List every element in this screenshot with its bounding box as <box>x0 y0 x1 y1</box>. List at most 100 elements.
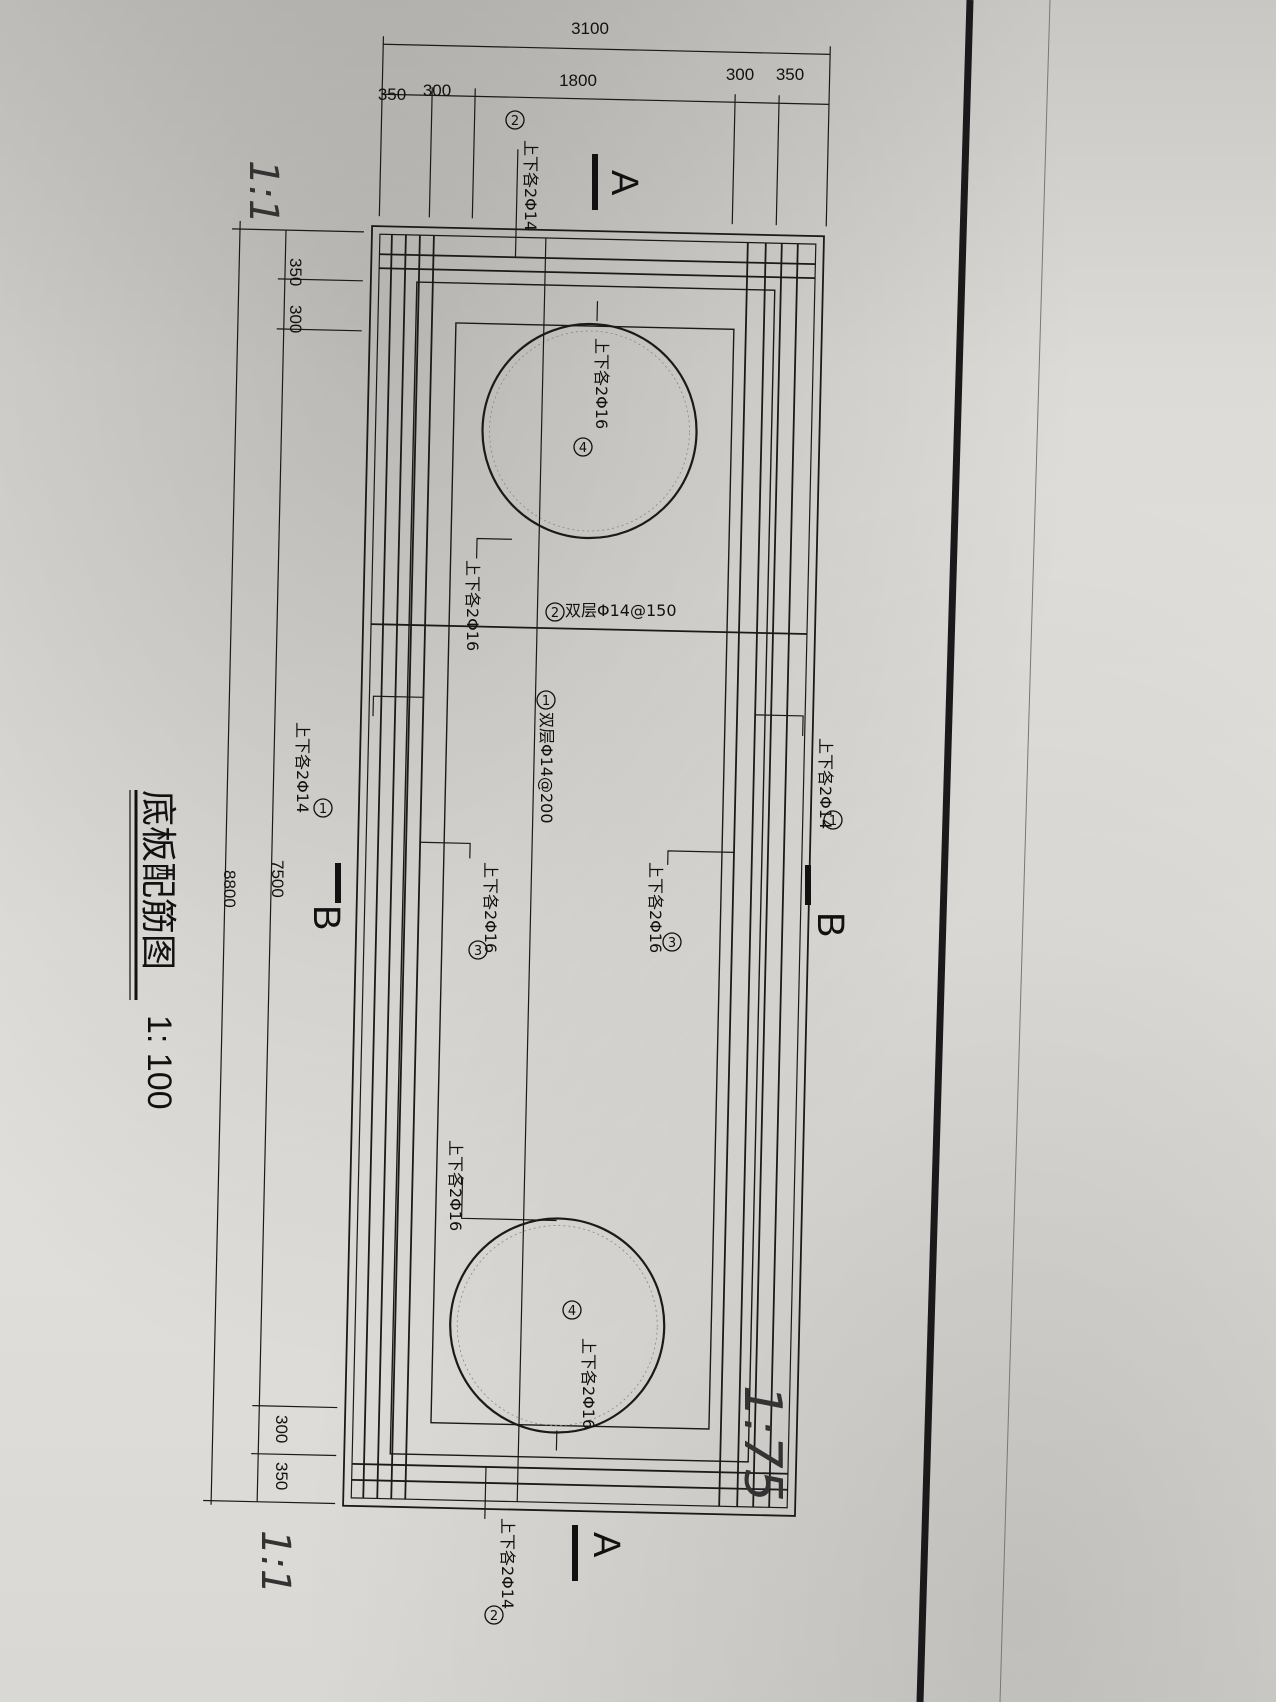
rebar-line <box>376 234 407 1499</box>
leader-line <box>755 714 804 736</box>
handwritten-section-mark-right: 1:1 <box>252 1530 298 1594</box>
dim-right-inner: 300 <box>726 65 754 84</box>
dim-overall-width: 3100 <box>571 19 609 38</box>
circle-inner-ring <box>489 330 690 532</box>
section-label-a-left: A <box>603 170 645 196</box>
centre-rebar-line <box>516 237 547 1502</box>
circular-opening-right <box>449 1217 666 1434</box>
dim-bottom-outer: 350 <box>272 1462 291 1490</box>
leader-line <box>461 1178 557 1222</box>
rebar-division-line <box>371 623 807 635</box>
dimension-tick <box>378 36 385 217</box>
drawing-title: 底板配筋图 <box>137 790 178 970</box>
rebar-number-1-top: 1 <box>829 814 837 829</box>
rebar-label-4-right-outer: 上下各2Φ16 <box>446 1140 465 1231</box>
rebar-number-3-bottom: 3 <box>474 944 482 959</box>
rebar-label-4-right-circle: 上下各2Φ16 <box>579 1338 598 1429</box>
rebar-label-1-bottom: 上下各2Φ14 <box>293 722 312 813</box>
section-mark-b-bar <box>805 865 811 905</box>
leader-line <box>667 850 735 865</box>
rebar-label-1-top: 上下各2Φ14 <box>816 738 835 829</box>
section-label-b-top: B <box>809 912 851 937</box>
rebar-line <box>379 267 816 279</box>
handwritten-section-mark-left: 1:1 <box>240 160 286 224</box>
dim-overall-length: 8800 <box>220 870 239 908</box>
dimension-tick <box>252 1405 338 1409</box>
rebar-number-4-left: 4 <box>579 441 587 456</box>
rebar-label-1-middle: 双层Φ14@200 <box>537 712 556 824</box>
dimension-tick <box>428 87 433 218</box>
rebar-bubble <box>823 810 843 830</box>
dimension-tick <box>231 228 364 233</box>
section-label-b-bottom: B <box>305 905 347 930</box>
dim-inner-width: 1800 <box>559 71 597 90</box>
rebar-label-2-right: 上下各2Φ14 <box>498 1518 517 1609</box>
plan-view <box>203 36 831 1519</box>
dimension-line <box>382 93 830 105</box>
rebar-number-1-middle: 1 <box>542 694 550 709</box>
section-mark-b-bar <box>335 863 341 903</box>
rebar-line <box>752 243 783 1508</box>
dimension-tick <box>775 95 780 226</box>
rebar-line <box>404 235 435 1500</box>
rebar-number-2-right: 2 <box>490 1609 498 1624</box>
circle-inner-ring <box>456 1225 658 1426</box>
dimension-tick <box>276 328 362 332</box>
section-mark-a-bar <box>572 1525 578 1581</box>
leader-line <box>372 695 424 717</box>
sheet-border-line <box>916 0 974 1702</box>
rebar-line <box>351 1478 788 1491</box>
dim-right-outer: 350 <box>776 65 804 84</box>
circular-opening-left <box>481 322 698 540</box>
rebar-bubble <box>484 1605 504 1625</box>
rebar-number-4-right: 4 <box>568 1304 576 1319</box>
rebar-bubble <box>573 437 593 457</box>
rebar-number-2-left: 2 <box>511 114 519 129</box>
handwritten-scale-note: 1:75 <box>732 1385 792 1502</box>
rebar-line <box>352 1462 788 1475</box>
dimension-tick <box>825 46 831 227</box>
rebar-line <box>736 242 767 1507</box>
rebar-line <box>362 234 393 1499</box>
dimension-line <box>256 230 287 1502</box>
dim-inner-length: 7500 <box>268 860 287 898</box>
sheet-edge-line <box>999 0 1051 1702</box>
rebar-bubble <box>545 602 565 622</box>
rebar-line <box>768 243 799 1508</box>
dimension-tick <box>251 1453 337 1457</box>
rebar-label-2-middle: 双层Φ14@150 <box>565 601 677 620</box>
section-mark-a-bar <box>592 154 598 210</box>
inner-rebar-frame <box>389 281 776 1463</box>
dim-bottom-inner: 300 <box>272 1415 291 1443</box>
rebar-label-4-left-outer: 上下各2Φ16 <box>463 560 482 651</box>
leader-line <box>484 1466 487 1519</box>
dimension-line <box>210 221 241 1505</box>
leader-line <box>514 149 519 258</box>
rebar-bubble <box>536 690 556 710</box>
drawing-scale: 1: 100 <box>140 1015 178 1110</box>
rebar-label-4-left-circle: 上下各2Φ16 <box>592 338 611 429</box>
dimension-line <box>383 43 831 55</box>
rebar-number-2-middle: 2 <box>551 606 559 621</box>
rebar-bubble <box>562 1300 582 1320</box>
dim-top-outer: 350 <box>286 258 305 286</box>
rebar-line <box>718 242 749 1507</box>
rebar-line <box>390 235 421 1499</box>
rebar-number-3-top: 3 <box>668 936 676 951</box>
dimension-tick <box>277 278 363 282</box>
rebar-line <box>379 253 816 265</box>
dim-left-inner: 300 <box>423 81 451 100</box>
dimension-tick <box>731 94 736 225</box>
rebar-label-3-bottom: 上下各2Φ16 <box>481 862 500 953</box>
opening-frame <box>430 322 735 1430</box>
rebar-bubble <box>468 940 488 960</box>
rebar-label-2-left: 上下各2Φ14 <box>521 140 540 231</box>
rebar-bubble <box>662 932 682 952</box>
leader-line <box>420 841 471 859</box>
leader-line <box>475 537 513 559</box>
section-label-a-right: A <box>585 1532 627 1558</box>
dimension-tick <box>203 1499 336 1505</box>
rebar-number-1-bottom: 1 <box>319 802 327 817</box>
